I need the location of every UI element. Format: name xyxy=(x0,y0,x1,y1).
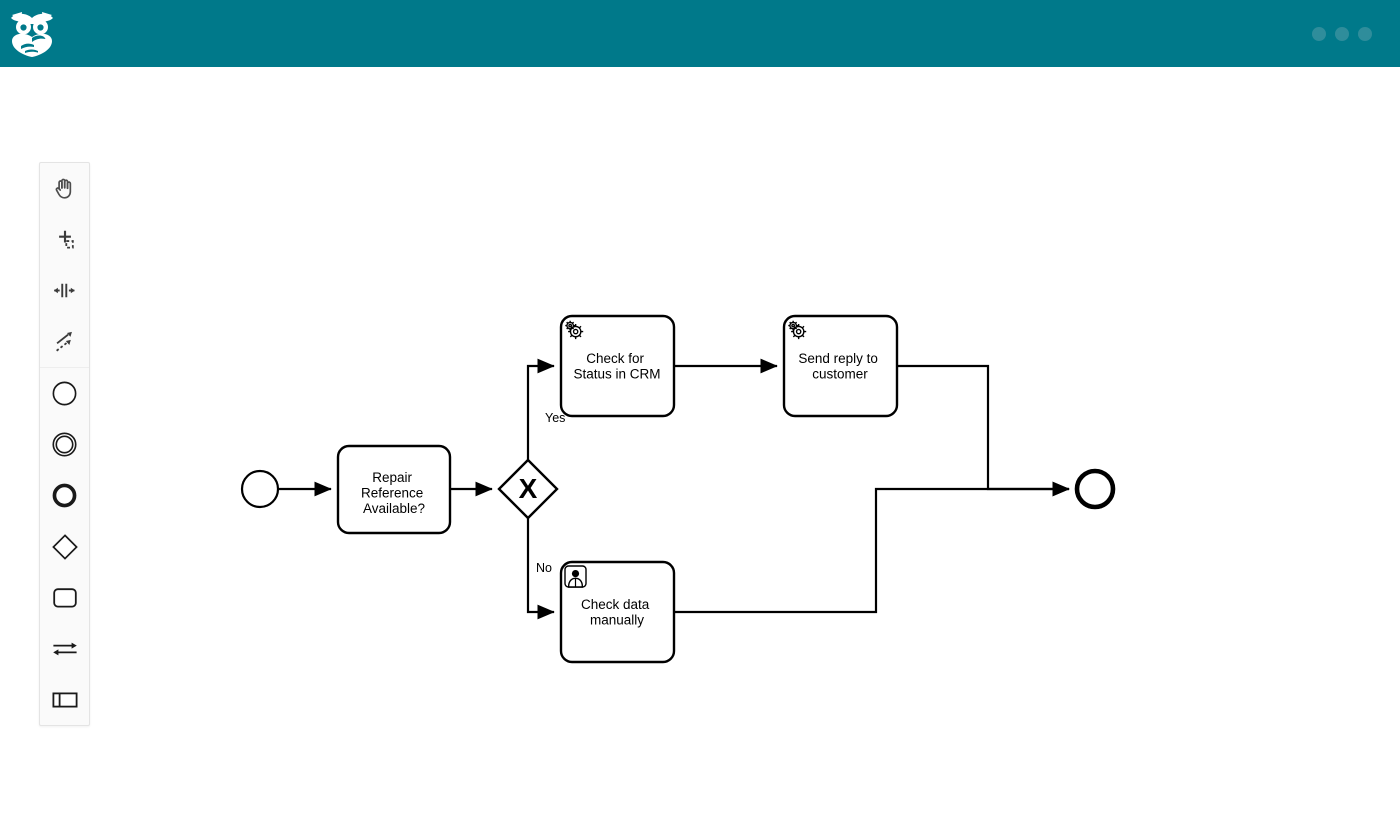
user-task-person-icon xyxy=(564,565,587,588)
task-repair-reference-available[interactable]: Repair Reference Available? xyxy=(336,444,452,535)
end-event[interactable] xyxy=(1074,468,1116,510)
task-label: Send reply to customer xyxy=(798,351,881,382)
diagram-canvas[interactable]: Repair Reference Available? X xyxy=(0,67,1400,814)
space-tool-icon[interactable] xyxy=(40,265,89,316)
data-exchange-icon[interactable] xyxy=(40,623,89,674)
exclusive-gateway[interactable]: X xyxy=(497,458,559,520)
task-check-data-manually[interactable]: Check data manually xyxy=(559,560,676,664)
gateway-icon[interactable] xyxy=(40,521,89,572)
global-connect-tool-icon[interactable] xyxy=(40,316,89,367)
task-send-reply-to-customer[interactable]: Send reply to customer xyxy=(782,314,899,418)
lasso-tool-icon[interactable] xyxy=(40,214,89,265)
flow-reply-to-end[interactable] xyxy=(897,364,1070,497)
task-icon[interactable] xyxy=(40,572,89,623)
header-actions xyxy=(1312,26,1372,41)
start-event-icon[interactable] xyxy=(40,368,89,419)
owl-logo[interactable] xyxy=(9,10,55,58)
header-dot-2[interactable] xyxy=(1335,26,1349,41)
service-task-gear-icon xyxy=(788,320,807,340)
task-label: Check data manually xyxy=(581,597,653,628)
task-label: Check for Status in CRM xyxy=(573,351,660,382)
end-event-icon[interactable] xyxy=(40,470,89,521)
flow-label-yes: Yes xyxy=(545,411,565,425)
element-palette[interactable] xyxy=(39,162,90,726)
flow-gateway-to-manual[interactable] xyxy=(526,518,555,620)
gateway-x-symbol: X xyxy=(519,473,538,504)
bpmn-diagram[interactable]: Repair Reference Available? X xyxy=(0,67,1400,814)
service-task-gear-icon xyxy=(565,320,584,340)
intermediate-event-icon[interactable] xyxy=(40,419,89,470)
flow-label-no: No xyxy=(536,561,552,575)
palette-group-tools xyxy=(40,163,89,368)
task-check-for-status-in-crm[interactable]: Check for Status in CRM xyxy=(559,314,676,418)
app-header xyxy=(0,0,1400,67)
header-dot-3[interactable] xyxy=(1358,26,1372,41)
start-event[interactable] xyxy=(240,469,280,509)
task-label: Repair Reference Available? xyxy=(361,470,427,516)
header-dot-1[interactable] xyxy=(1312,26,1326,41)
flow-manual-to-end[interactable] xyxy=(674,481,1070,614)
palette-group-elements xyxy=(40,368,89,725)
participant-icon[interactable] xyxy=(40,674,89,725)
flow-gateway-to-crm[interactable] xyxy=(526,358,555,460)
hand-tool-icon[interactable] xyxy=(40,163,89,214)
